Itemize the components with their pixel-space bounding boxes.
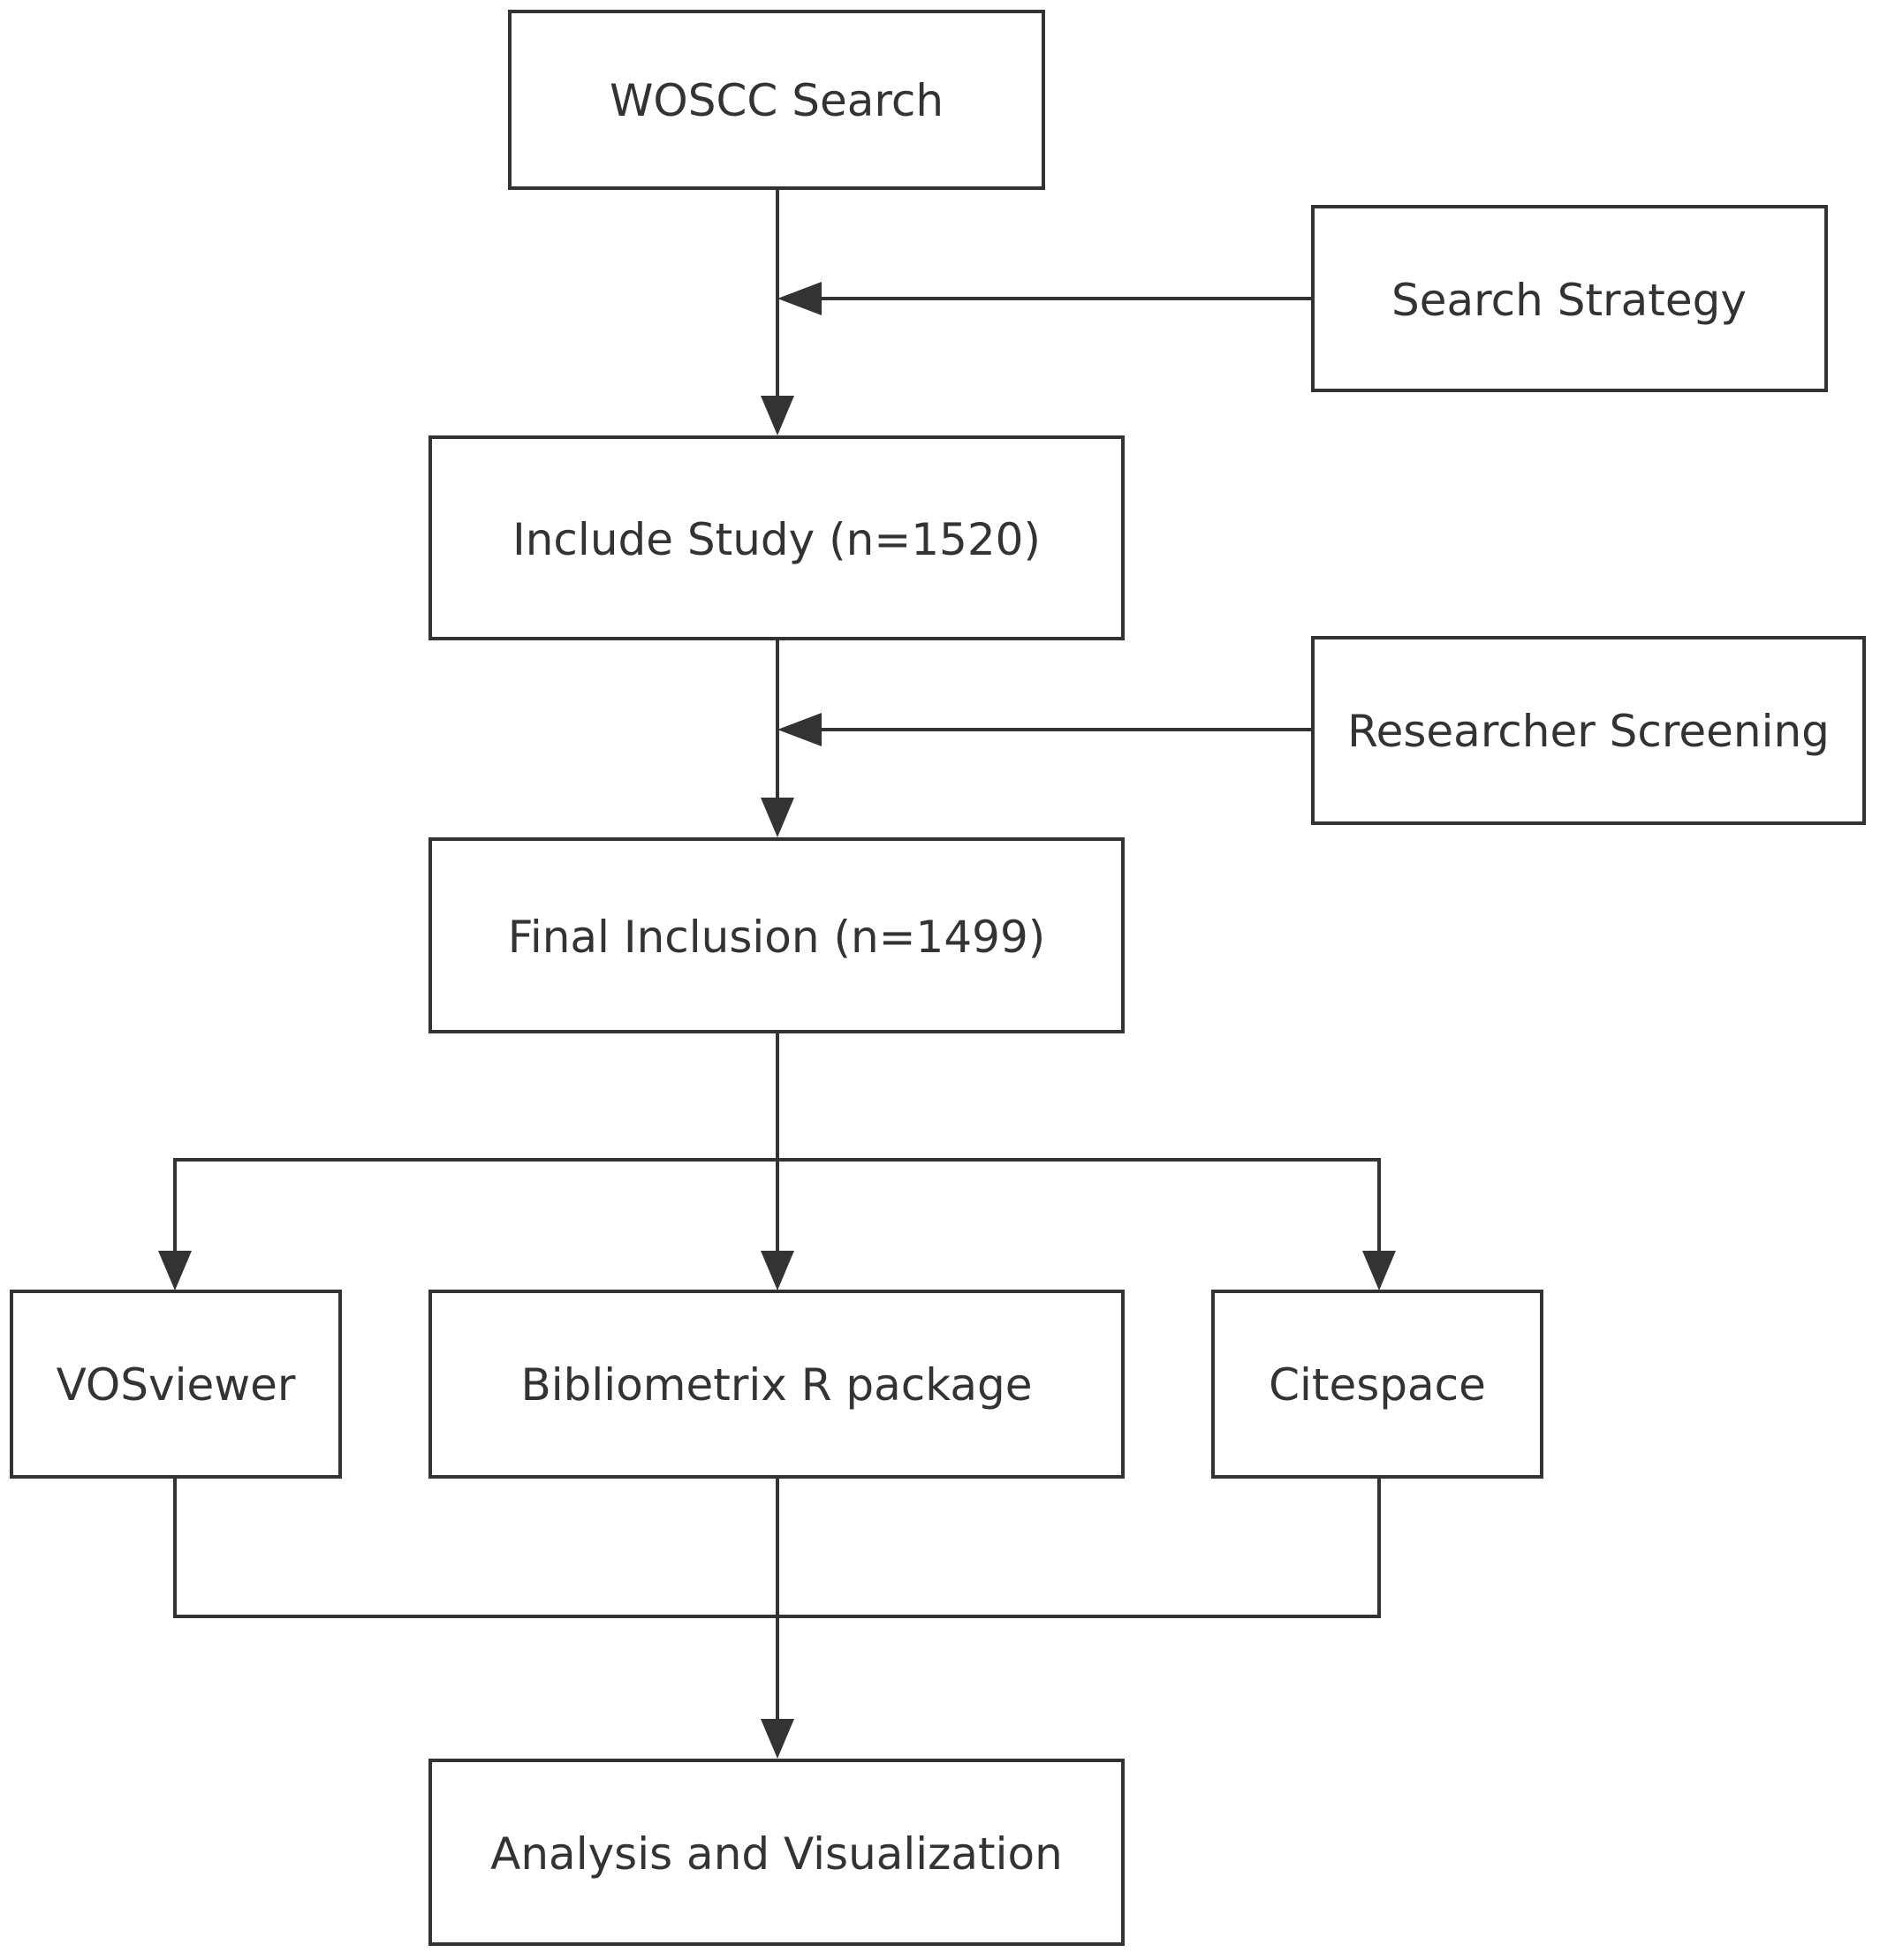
node-vosviewer: VOSviewer [10,1290,342,1479]
connectors [158,188,1396,1759]
node-woscc-search: WOSCC Search [508,10,1045,190]
citespace-label: Citespace [1269,1359,1486,1411]
node-analysis-visualization: Analysis and Visualization [428,1759,1125,1946]
bibliometrix-label: Bibliometrix R package [520,1359,1032,1411]
node-citespace: Citespace [1211,1290,1543,1479]
node-search-strategy: Search Strategy [1311,205,1828,392]
arrowhead-include-study [761,396,794,435]
edge-branch-bar [173,1158,1381,1254]
node-researcher-screening: Researcher Screening [1311,636,1866,825]
woscc-search-label: WOSCC Search [610,75,944,126]
arrowhead-final-inclusion [761,798,794,837]
vosviewer-label: VOSviewer [57,1359,296,1411]
node-final-inclusion: Final Inclusion (n=1499) [428,837,1125,1033]
node-include-study: Include Study (n=1520) [428,435,1125,640]
analysis-visualization-label: Analysis and Visualization [490,1828,1063,1880]
arrowhead-bibliometrix [761,1251,794,1290]
arrowhead-researcher-screening [777,713,822,746]
arrowhead-citespace [1362,1251,1396,1290]
researcher-screening-label: Researcher Screening [1347,706,1830,757]
arrowhead-analysis [761,1719,794,1759]
node-bibliometrix: Bibliometrix R package [428,1290,1125,1479]
include-study-label: Include Study (n=1520) [512,514,1041,565]
arrowhead-search-strategy [777,282,822,315]
final-inclusion-label: Final Inclusion (n=1499) [508,912,1046,963]
search-strategy-label: Search Strategy [1391,275,1747,326]
arrowhead-vosviewer [158,1251,192,1290]
